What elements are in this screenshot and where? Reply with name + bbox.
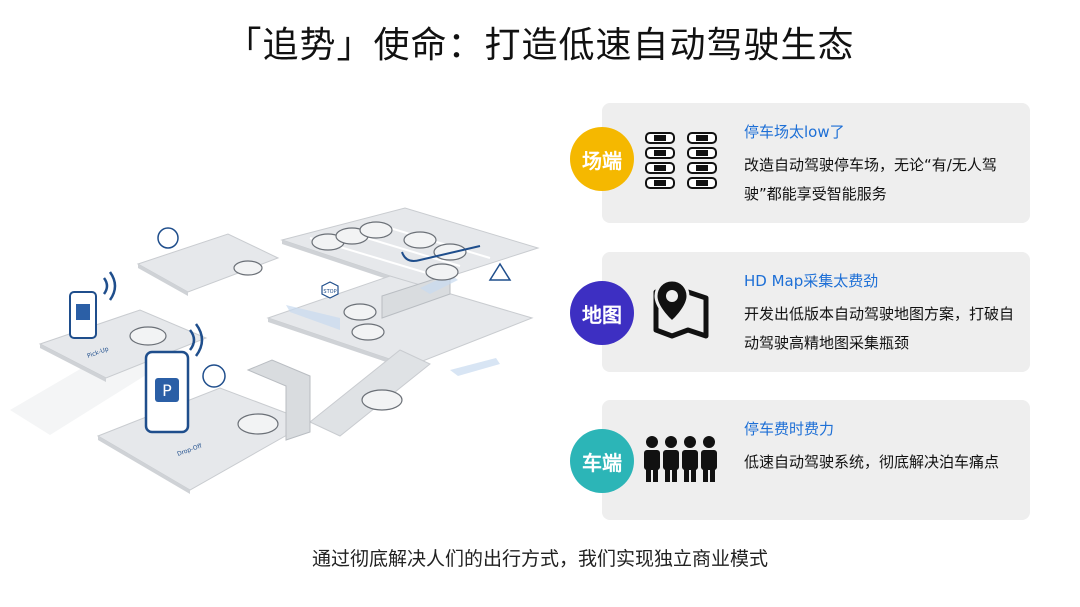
card-site: 停车场太low了 改造自动驾驶停车场，无论“有/无人驾驶”都能享受智能服务 (602, 103, 1030, 223)
badge-vehicle: 车端 (570, 429, 634, 493)
people-icon (644, 436, 717, 482)
svg-text:P: P (162, 381, 172, 400)
page-title: 「追势」使命：打造低速自动驾驶生态 (225, 25, 855, 66)
card-map: HD Map采集太费劲 开发出低版本自动驾驶地图方案，打破自动驾驶高精地图采集瓶… (602, 252, 1030, 372)
card-title: 停车费时费力 (744, 420, 835, 438)
parking-lot-icon (645, 132, 717, 189)
dropoff-slab (96, 387, 312, 491)
card-title: HD Map采集太费劲 (744, 272, 879, 290)
map-pin-icon (653, 278, 709, 339)
upper-left-slab (136, 233, 280, 293)
card-description: 开发出低版本自动驾驶地图方案，打破自动驾驶高精地图采集瓶颈 (744, 305, 1015, 352)
card-description: 改造自动驾驶停车场，无论“有/无人驾驶”都能享受智能服务 (744, 156, 997, 203)
card-vehicle: 停车费时费力 低速自动驾驶系统，彻底解决泊车痛点 (602, 400, 1030, 520)
top-right-slab (280, 207, 540, 287)
card-title: 停车场太low了 (744, 123, 845, 141)
smart-parking-illustration: P STOP Pick-Up Drop-Off (10, 207, 540, 494)
footer-text: 通过彻底解决人们的出行方式，我们实现独立商业模式 (311, 548, 768, 570)
badge-map: 地图 (570, 281, 634, 345)
stop-sign-label: STOP (323, 289, 336, 295)
pickup-slab (38, 309, 208, 379)
badge-site: 场端 (570, 127, 634, 191)
card-description: 低速自动驾驶系统，彻底解决泊车痛点 (744, 453, 1000, 471)
